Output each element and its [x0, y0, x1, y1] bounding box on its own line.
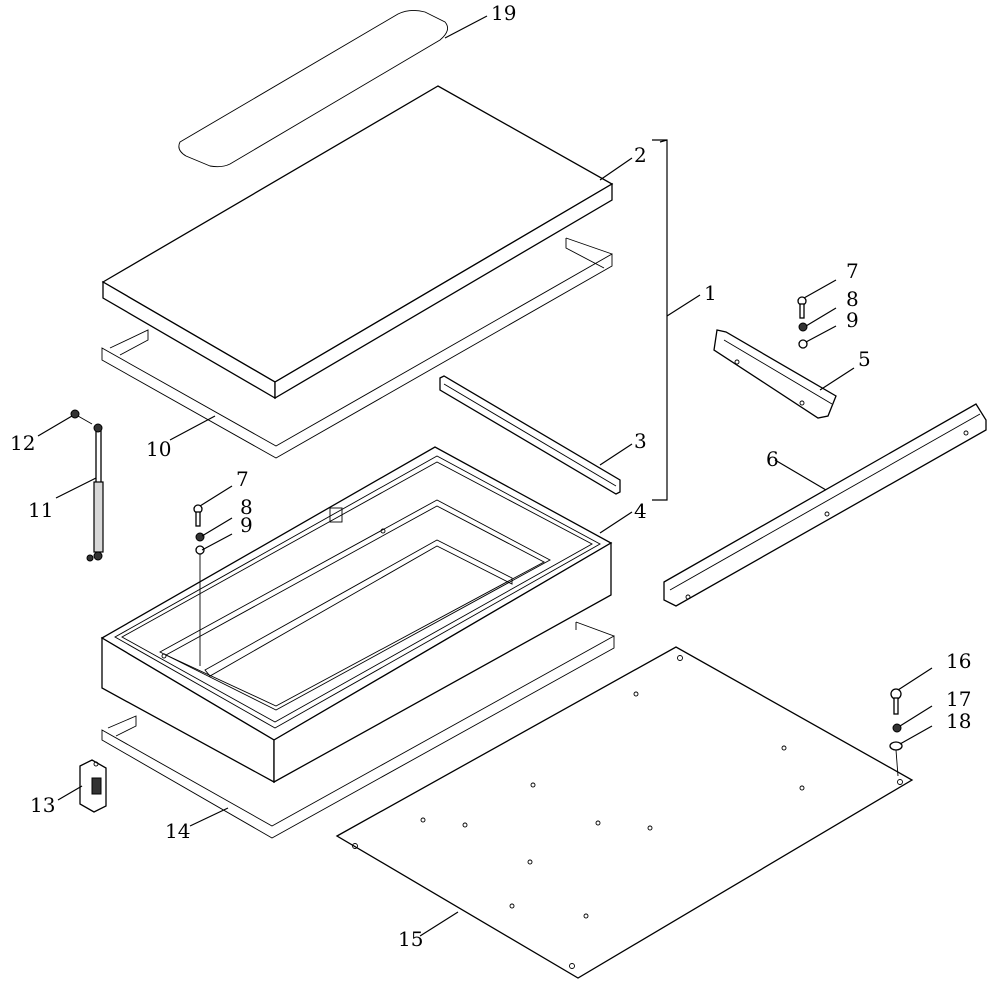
- part-3-hinge: [439, 375, 621, 495]
- callout-13: 13: [30, 793, 55, 817]
- callout-16: 16: [946, 649, 971, 673]
- callout-11: 11: [28, 498, 53, 522]
- part-2-lid: [101, 85, 614, 400]
- part-14-base-seal: [101, 621, 615, 839]
- callout-1: 1: [704, 281, 717, 305]
- callout-7-left: 7: [236, 467, 249, 491]
- part-19-mat: [178, 9, 449, 168]
- callout-3: 3: [634, 429, 647, 453]
- part-4-box: [100, 446, 613, 784]
- part-11-gas-strut: [86, 423, 104, 562]
- callout-9-left: 9: [240, 513, 253, 537]
- callout-14: 14: [165, 819, 190, 843]
- callout-18: 18: [946, 709, 971, 733]
- hardware-16-17-18: [889, 688, 903, 777]
- part-5-bracket: [713, 329, 837, 419]
- callout-19: 19: [491, 1, 516, 25]
- callout-5: 5: [858, 347, 871, 371]
- callout-labels: 19 2 1 3 4 5 6 7 8 9 7 8 9 10 11 12 13 1…: [10, 1, 971, 951]
- callout-8-left: 8: [240, 495, 253, 519]
- part-10-lid-seal: [101, 237, 613, 459]
- callout-2: 2: [634, 143, 647, 167]
- part-12-ball-stud: [70, 409, 93, 425]
- callout-15: 15: [398, 927, 423, 951]
- callout-6: 6: [766, 447, 779, 471]
- callout-9-right: 9: [846, 308, 859, 332]
- hardware-7-8-9-right: [797, 296, 808, 349]
- callout-12: 12: [10, 431, 35, 455]
- callout-17: 17: [946, 687, 971, 711]
- part-15-plate: [335, 646, 914, 979]
- callout-4: 4: [634, 499, 647, 523]
- callout-10: 10: [146, 437, 171, 461]
- part-13-latch: [79, 759, 107, 813]
- leader-lines: [37, 15, 933, 937]
- part-6-angle: [663, 403, 987, 607]
- hardware-7-8-9-left: [193, 504, 205, 666]
- callout-8-right: 8: [846, 287, 859, 311]
- callout-7-right: 7: [846, 259, 859, 283]
